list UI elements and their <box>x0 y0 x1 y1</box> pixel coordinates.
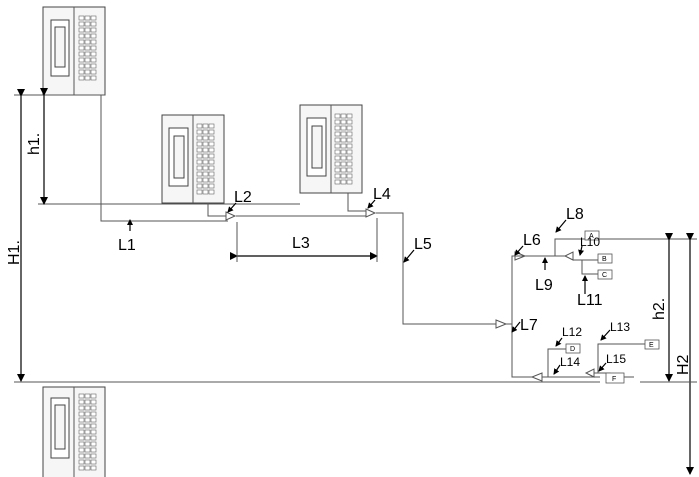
label-l5: L5 <box>414 236 432 253</box>
indoor-unit-e-label: E <box>649 342 654 349</box>
indoor-unit-e <box>644 339 660 350</box>
indoor-unit-a <box>584 230 600 241</box>
dimension-lines <box>14 88 697 475</box>
label-l12: L12 <box>562 325 582 339</box>
label-l4: L4 <box>373 186 391 203</box>
indoor-unit-f-label: F <box>612 376 616 383</box>
label-l6: L6 <box>523 232 541 249</box>
H1-label: H1. <box>6 240 23 265</box>
indoor-unit-d <box>565 343 581 354</box>
label-l7: L7 <box>520 317 538 334</box>
label-l10: L10 <box>580 235 600 249</box>
indoor-unit-boxes: A B C D E F <box>565 230 660 384</box>
indoor-unit-c <box>597 269 613 280</box>
outdoor-unit-2 <box>161 114 225 204</box>
label-l2: L2 <box>234 189 252 206</box>
outdoor-unit-1 <box>42 6 106 96</box>
indoor-unit-b <box>597 253 613 264</box>
indoor-unit-c-label: C <box>602 272 607 279</box>
indoor-unit-f <box>605 372 625 384</box>
label-l15: L15 <box>606 352 626 366</box>
label-l13: L13 <box>610 320 630 334</box>
H2-label: H2 <box>675 354 692 375</box>
outdoor-unit-4 <box>42 386 106 477</box>
indoor-unit-b-label: B <box>602 256 607 263</box>
h2-label: h2. <box>651 298 668 320</box>
label-l8: L8 <box>566 206 584 223</box>
branch-piping <box>506 238 667 382</box>
indoor-unit-d-label: D <box>570 346 575 353</box>
label-l1: L1 <box>118 237 136 254</box>
label-l9: L9 <box>535 277 553 294</box>
pipe-labels: L1 L2 L3 L4 L5 L6 L7 L8 L9 L10 L11 L12 L… <box>118 186 630 369</box>
label-l11: L11 <box>577 292 603 309</box>
outdoor-unit-3 <box>299 104 363 194</box>
indoor-unit-a-label: A <box>589 233 594 240</box>
label-leaders <box>127 199 611 375</box>
main-piping <box>100 95 508 329</box>
label-l14: L14 <box>560 355 580 369</box>
label-l3: L3 <box>292 235 310 252</box>
h1-label: h1. <box>26 133 43 155</box>
